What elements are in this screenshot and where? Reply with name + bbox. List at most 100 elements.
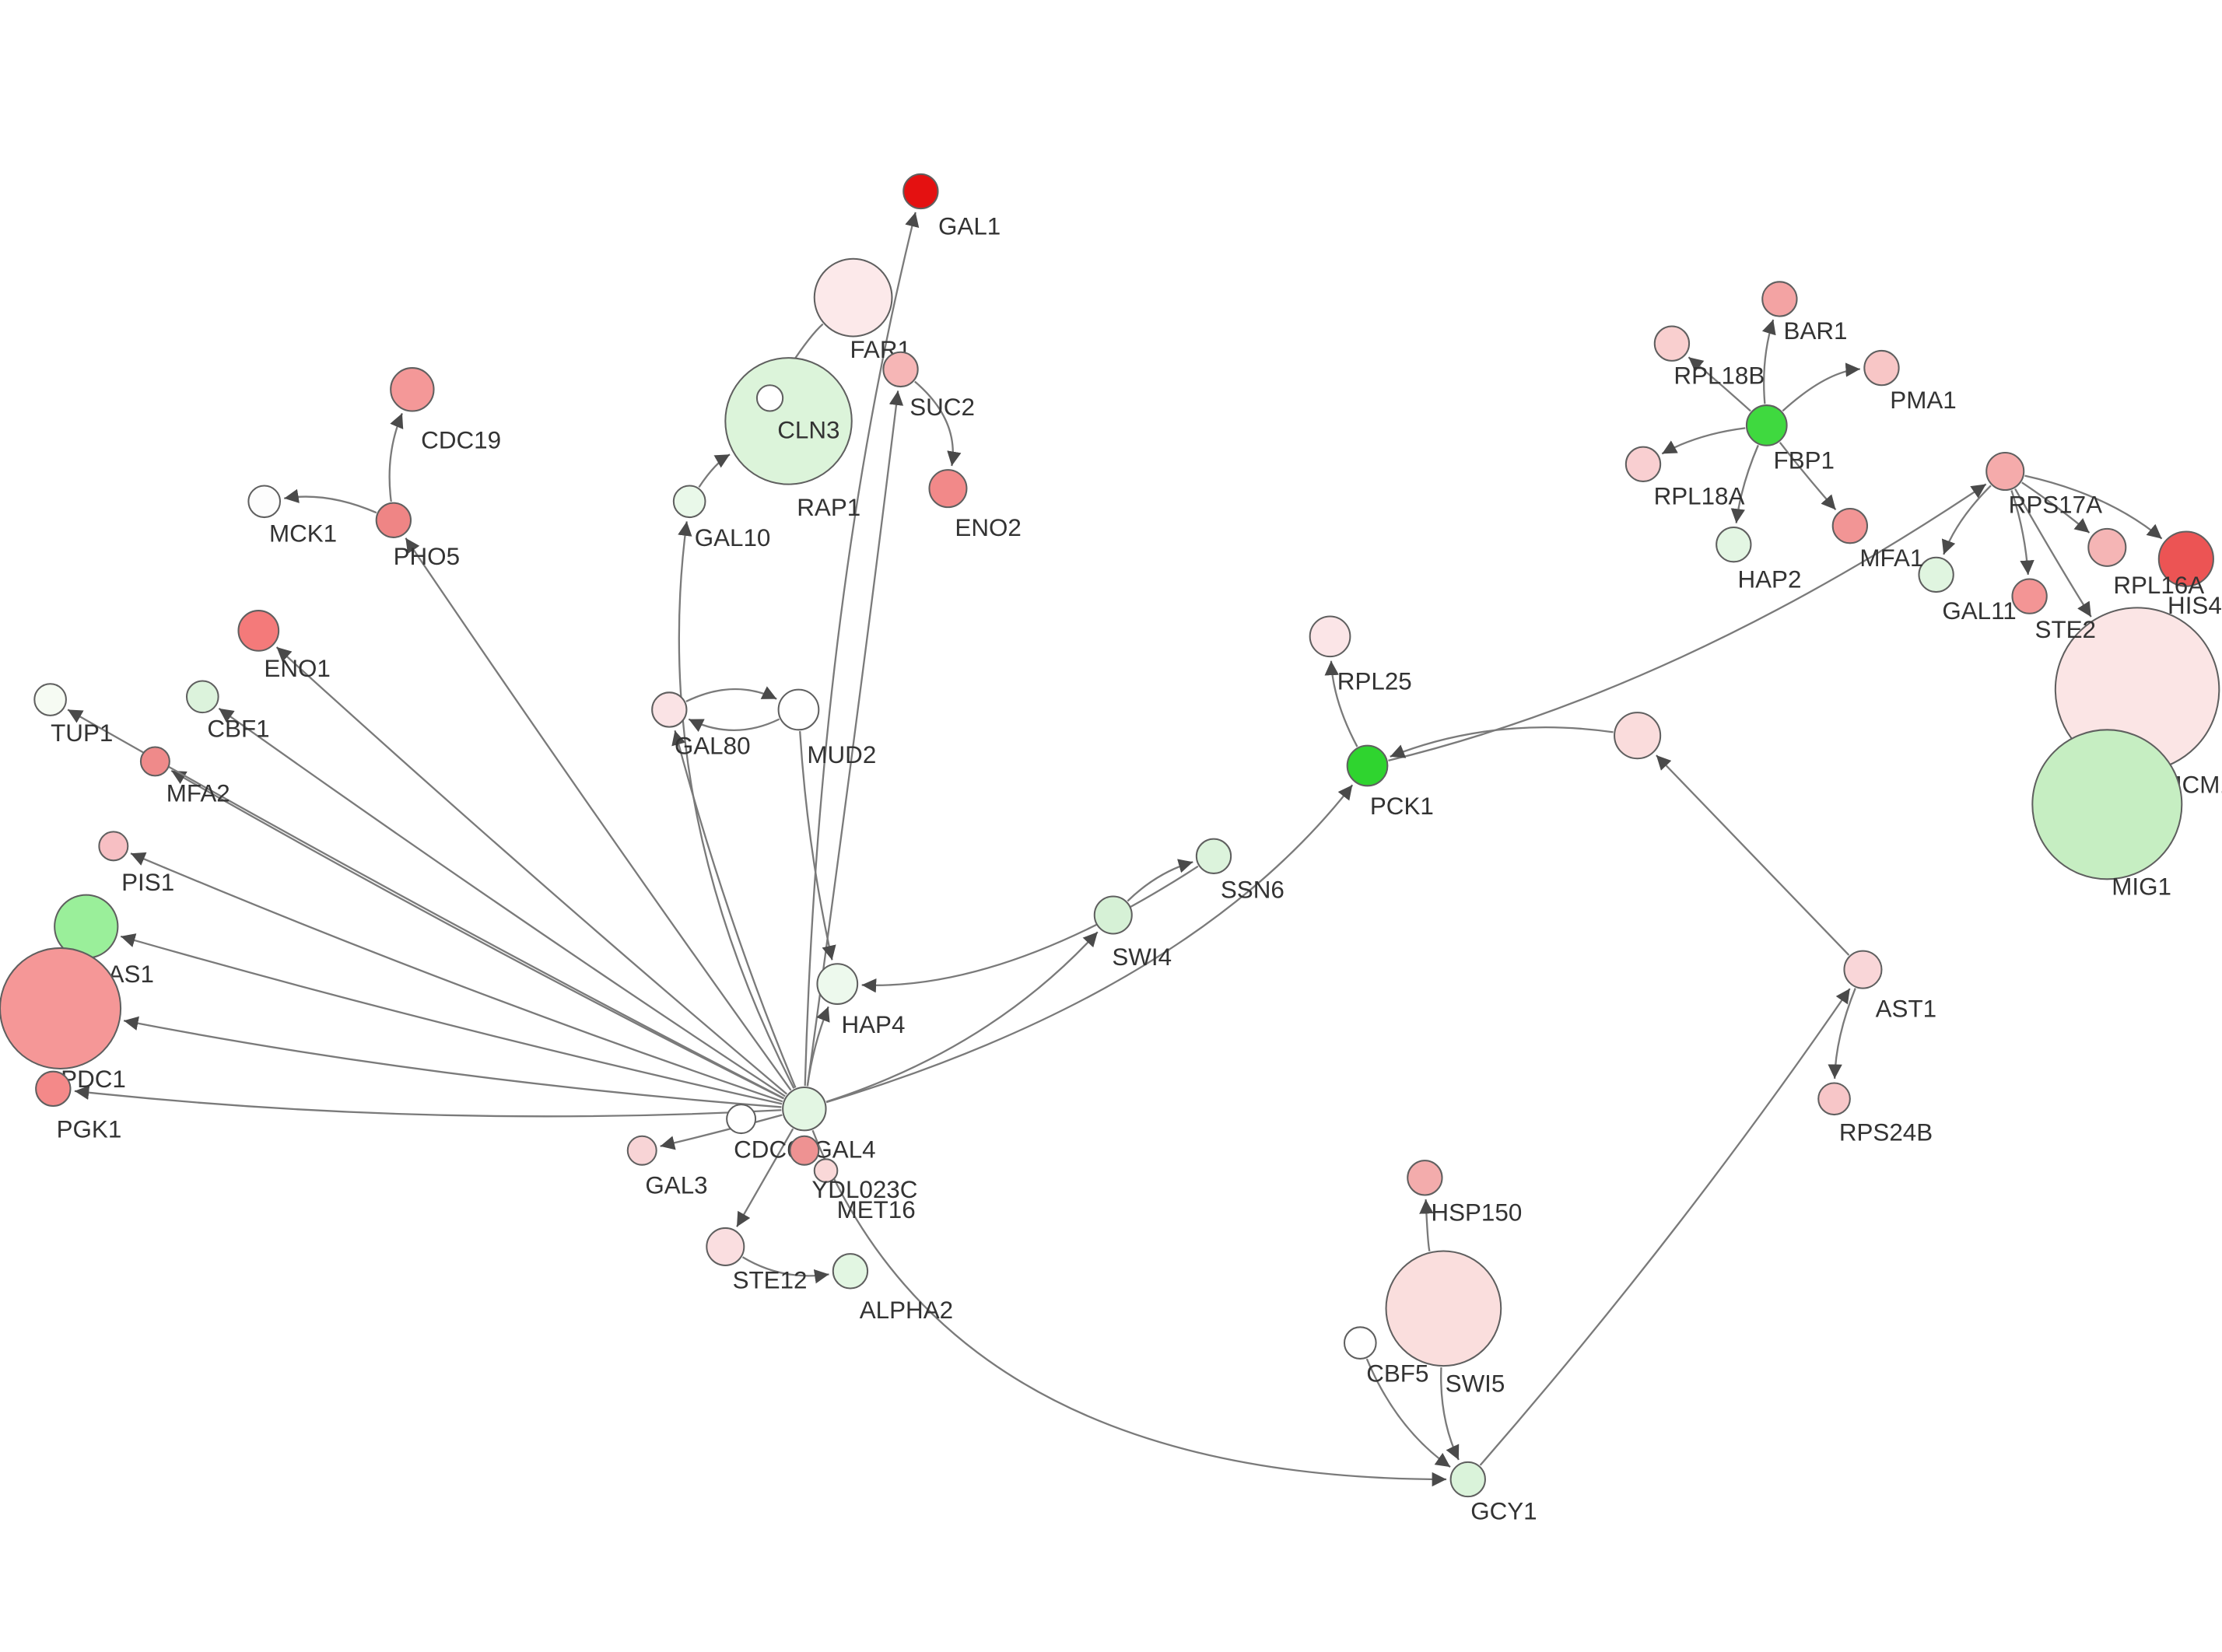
- edge-GAL4-PIS1[interactable]: [130, 852, 783, 1103]
- node-AST1[interactable]: [1843, 950, 1883, 989]
- edge-FBP1-HAP2[interactable]: [1730, 444, 1759, 523]
- edge-GAL4-PGK1[interactable]: [74, 1085, 782, 1118]
- node-ENO2[interactable]: [928, 469, 968, 509]
- edge-GAL4-MFA2[interactable]: [170, 769, 784, 1100]
- edge-GCY1-AST1[interactable]: [1479, 988, 1851, 1466]
- node-PHO5[interactable]: [375, 502, 412, 538]
- edge-GAL4-PHO5[interactable]: [405, 537, 792, 1091]
- edge-MUD2-GAL80[interactable]: [688, 718, 780, 733]
- node-MCK1[interactable]: [247, 485, 282, 519]
- node-HAP4[interactable]: [816, 963, 859, 1005]
- node-GCY1[interactable]: [1449, 1461, 1486, 1498]
- edge-MUD2-HAP4[interactable]: [799, 731, 836, 961]
- edge-GAL4-CBF1[interactable]: [218, 707, 786, 1097]
- node-SSN6[interactable]: [1195, 838, 1232, 874]
- node-RAP1[interactable]: [724, 357, 853, 485]
- node-SWI5[interactable]: [1385, 1250, 1502, 1367]
- node-RPS17A[interactable]: [1985, 451, 2025, 492]
- node-MET16[interactable]: [813, 1158, 839, 1183]
- node-ENO1[interactable]: [237, 610, 280, 652]
- node-GAL4[interactable]: [782, 1086, 827, 1132]
- edge-PHO5-CDC19[interactable]: [388, 412, 404, 502]
- node-PDC1[interactable]: [0, 947, 122, 1069]
- node-CDC6[interactable]: [726, 1104, 757, 1135]
- edge-GAL4-GAL80[interactable]: [671, 730, 797, 1088]
- node-PMA1[interactable]: [1863, 349, 1900, 387]
- edge-GAL80-MUD2[interactable]: [685, 686, 777, 702]
- edge-GAL4-TUP1[interactable]: [67, 709, 785, 1100]
- node-HAP2[interactable]: [1716, 526, 1752, 563]
- node-STE12[interactable]: [706, 1227, 745, 1266]
- node-RPL18A[interactable]: [1624, 446, 1662, 482]
- node-HIS4[interactable]: [2157, 530, 2214, 587]
- edge-RPS17A-RPL16A[interactable]: [2021, 481, 2091, 534]
- edge-PHO5-MCK1[interactable]: [284, 488, 377, 514]
- node-STE2[interactable]: [2011, 578, 2048, 614]
- edge-GAL4-GAL1[interactable]: [804, 212, 920, 1087]
- node-GAL1[interactable]: [902, 173, 939, 210]
- node-CBF5[interactable]: [1343, 1326, 1377, 1360]
- node-SWI4[interactable]: [1093, 895, 1133, 935]
- node-PIS1[interactable]: [98, 831, 129, 862]
- node-CLN3[interactable]: [755, 384, 784, 412]
- node-GAL11[interactable]: [1918, 556, 1954, 593]
- node-CDC19[interactable]: [390, 367, 435, 412]
- edge-AST1-UNLABELED1[interactable]: [1656, 754, 1850, 956]
- edge-AST1-RPS24B[interactable]: [1828, 988, 1856, 1079]
- node-UNLABELED1[interactable]: [1614, 712, 1662, 760]
- edge-GAL4-RAS1[interactable]: [120, 933, 783, 1105]
- node-FBP1[interactable]: [1745, 404, 1788, 446]
- node-ALPHA2[interactable]: [832, 1253, 869, 1290]
- node-SUC2[interactable]: [882, 351, 919, 388]
- node-PCK1[interactable]: [1346, 744, 1389, 787]
- edge-GAL4-HAP4[interactable]: [806, 1006, 830, 1087]
- node-MUD2[interactable]: [777, 688, 820, 731]
- edge-GAL4-PDC1[interactable]: [123, 1016, 782, 1108]
- node-GAL3[interactable]: [626, 1135, 657, 1166]
- edge-SUC2-ENO2[interactable]: [914, 380, 962, 467]
- node-RPS24B[interactable]: [1817, 1082, 1851, 1116]
- node-RPL16A[interactable]: [2087, 527, 2127, 567]
- edge-GAL4-ENO1[interactable]: [275, 646, 788, 1095]
- edge-GAL4-PCK1[interactable]: [825, 784, 1354, 1104]
- edge-FBP1-PMA1[interactable]: [1782, 362, 1860, 412]
- node-MFA1[interactable]: [1831, 507, 1869, 544]
- edge-FBP1-RPL18B[interactable]: [1688, 356, 1751, 412]
- edge-PCK1-RPS17A[interactable]: [1388, 483, 1987, 762]
- edge-STE12-ALPHA2[interactable]: [741, 1256, 829, 1284]
- node-RPL25[interactable]: [1309, 615, 1351, 658]
- edge-RPS17A-STE2[interactable]: [2010, 490, 2034, 576]
- edge-GAL4-STE12[interactable]: [736, 1128, 794, 1227]
- edge-SWI4-SSN6[interactable]: [1127, 859, 1193, 902]
- node-MFA2[interactable]: [139, 746, 170, 777]
- edge-FBP1-MFA1[interactable]: [1779, 442, 1837, 511]
- edge-SSN6-HAP4[interactable]: [861, 865, 1199, 993]
- node-GAL80[interactable]: [651, 691, 688, 728]
- node-FAR1[interactable]: [813, 257, 893, 338]
- edge-SWI5-GCY1[interactable]: [1440, 1367, 1460, 1461]
- node-CBF1[interactable]: [185, 680, 219, 714]
- edge-UNLABELED1-PCK1[interactable]: [1390, 726, 1614, 758]
- edge-RPS17A-MCM1[interactable]: [2014, 488, 2092, 618]
- node-RPL18B[interactable]: [1653, 325, 1691, 362]
- edge-PCK1-RPL25[interactable]: [1324, 660, 1358, 747]
- edge-GAL4-GCY1[interactable]: [811, 1129, 1447, 1487]
- edge-GAL4-SWI4[interactable]: [825, 931, 1099, 1103]
- node-MIG1[interactable]: [2031, 729, 2183, 880]
- edge-FBP1-BAR1[interactable]: [1761, 319, 1776, 404]
- edge-CBF5-GCY1[interactable]: [1365, 1358, 1451, 1468]
- node-BAR1[interactable]: [1761, 281, 1798, 317]
- edge-RPS17A-GAL11[interactable]: [1941, 485, 1992, 555]
- edge-RPS17A-HIS4[interactable]: [2024, 474, 2163, 540]
- edge-FBP1-RPL18A[interactable]: [1661, 427, 1746, 455]
- node-YDL023C[interactable]: [789, 1135, 820, 1166]
- node-GAL10[interactable]: [672, 485, 706, 519]
- node-TUP1[interactable]: [33, 683, 67, 716]
- node-PGK1[interactable]: [35, 1070, 72, 1108]
- edge-GAL4-GAL3[interactable]: [660, 1114, 783, 1150]
- node-HSP150[interactable]: [1407, 1160, 1443, 1196]
- edge-SWI5-HSP150[interactable]: [1419, 1199, 1434, 1252]
- edge-GAL10-RAP1[interactable]: [698, 453, 731, 488]
